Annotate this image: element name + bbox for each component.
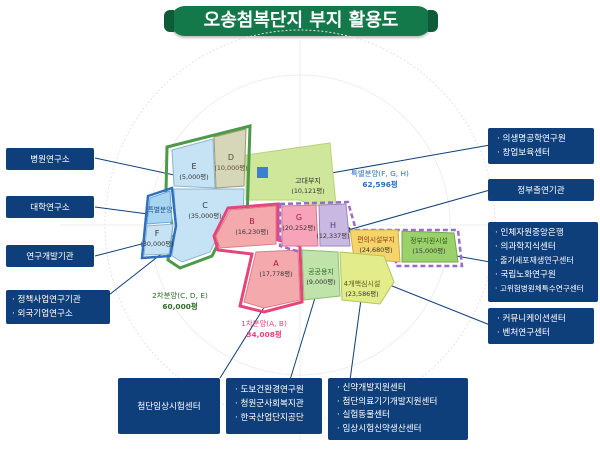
- callout-right-low-item-2: 벤처연구센터: [497, 326, 588, 340]
- callout-bottom-mid-item-1: 도보건환경연구원: [235, 383, 316, 397]
- callout-policy-item-1: 정책사업연구기관: [12, 293, 104, 307]
- callout-research-org: 연구개발기관: [6, 245, 94, 267]
- parcel-D-area: (10,000평): [214, 163, 247, 172]
- parcel-H-name: H: [330, 221, 336, 230]
- page-title: 오송첨복단지 부지 활용도: [164, 6, 438, 36]
- parcel-D: [213, 128, 247, 189]
- callout-bottom-right-item-2: 첨단의료기기개발지원센터: [337, 396, 462, 410]
- parcel-A: [243, 249, 301, 309]
- parcel-labels: D (10,000평) E (5,000평) C (35,000평) 특별분양 …: [140, 153, 447, 298]
- parcel-conv-area: (24,680평): [359, 245, 392, 254]
- parcel-special-name: 특별분양: [147, 205, 172, 214]
- parcel-E-area: (5,000평): [179, 172, 208, 181]
- callout-right-mid-item-4: 국립노화연구원: [495, 268, 594, 282]
- parcel-special: [146, 190, 173, 225]
- callout-bottom-right-item-4: 임상시험신약생산센터: [337, 423, 462, 437]
- parcel-E-name: E: [191, 162, 196, 171]
- special-phase-area: 62,596평: [362, 180, 398, 189]
- parcel-G: [281, 204, 319, 247]
- parcel-F-outline: [140, 186, 178, 260]
- phase-labels: 2차분양(C, D, E) 60,000평 1차분양(A, B) 34,008평…: [152, 169, 409, 339]
- callout-gov-branch: 정부출연기관: [488, 179, 594, 201]
- parcel-public-area: (9,000평): [306, 277, 335, 286]
- parcel-D-name: D: [228, 153, 234, 162]
- callout-right-top-item-2: 창업보육센터: [497, 146, 588, 160]
- callout-right-top: 의생명공학연구원 창업보육센터: [488, 128, 594, 164]
- callout-bottom-mid-item-2: 청원군사회복지관: [235, 397, 316, 411]
- parcel-E: [171, 138, 216, 189]
- parcel-C-name: C: [202, 201, 208, 210]
- callout-hospital-lab: 병원연구소: [6, 148, 94, 170]
- callout-policy-item-2: 외국기업연구소: [12, 307, 104, 321]
- parcel-A-area: (17,778평): [259, 269, 292, 278]
- parcel-gov: [401, 230, 459, 263]
- callout-policy-foreign: 정책사업연구기관 외국기업연구소: [6, 290, 110, 324]
- parcel-reserve-area: (10,121평): [291, 186, 324, 195]
- parcel-H-area: (12,337평): [316, 231, 349, 240]
- callout-right-mid-item-2: 의과학지식센터: [495, 240, 594, 254]
- parcel-public-name: 공공용지: [308, 267, 334, 276]
- callout-right-low-item-1: 커뮤니케이션센터: [497, 312, 588, 326]
- parcel-gov-area: (15,000평): [412, 246, 445, 255]
- parcel-C-area: (35,000평): [188, 211, 221, 220]
- special-outline: [278, 200, 464, 268]
- parcel-G-name: G: [296, 213, 302, 222]
- callout-clinical: 첨단임상시험센터: [118, 378, 220, 434]
- parcel-reserve-name: 고대부지: [295, 176, 321, 185]
- callout-univ-lab: 대학연구소: [6, 196, 94, 218]
- parcel-H: [318, 203, 351, 247]
- callout-bottom-right-item-1: 신약개발지원센터: [337, 382, 462, 396]
- parcel-dev4-area: (23,586평): [345, 289, 378, 298]
- phase1-label: 1차분양(A, B): [241, 319, 287, 328]
- callout-right-mid-item-1: 인체자원중앙은행: [495, 226, 594, 240]
- callout-bottom-mid-item-3: 한국산업단지공단: [235, 411, 316, 425]
- parcel-gov-name: 정부지원시설: [410, 236, 448, 245]
- callout-right-mid: 인체자원중앙은행 의과학지식센터 줄기세포재생연구센터 국립노화연구원 고위험병…: [488, 222, 598, 302]
- parcel-F-area: (30,000평): [140, 239, 173, 248]
- callout-right-top-item-1: 의생명공학연구원: [497, 132, 588, 146]
- phase2-label: 2차분양(C, D, E): [152, 291, 208, 300]
- callout-right-low: 커뮤니케이션센터 벤처연구센터: [488, 308, 594, 344]
- parcel-F: [143, 223, 174, 256]
- parcel-conv-name: 편의시설부지: [357, 235, 395, 244]
- parcel-B-name: B: [249, 217, 255, 226]
- parcel-F-name: F: [155, 229, 160, 238]
- parcel-A-name: A: [273, 259, 279, 268]
- callout-bottom-right: 신약개발지원센터 첨단의료기기개발지원센터 실험동물센터 임상시험신약생산센터: [328, 378, 468, 440]
- callout-right-mid-item-3: 줄기세포재생연구센터: [495, 254, 594, 268]
- callout-bottom-right-item-3: 실험동물센터: [337, 409, 462, 423]
- callout-bottom-mid: 도보건환경연구원 청원군사회복지관 한국산업단지공단: [226, 378, 322, 434]
- parcel-dev4-name: 4개핵심시설: [344, 279, 381, 288]
- callout-right-mid-item-5: 고위험병원체특수연구센터: [495, 282, 594, 296]
- parcel-public: [301, 249, 341, 301]
- parcel-B: [215, 205, 277, 249]
- parcel-G-area: (20,252평): [282, 223, 315, 232]
- phase2-area: 60,000평: [162, 302, 198, 311]
- reserve-marker: [257, 167, 268, 178]
- parcel-B-area: (16,230평): [235, 227, 268, 236]
- phase1-outline: [212, 202, 304, 314]
- special-phase-label: 특별분양(F, G, H): [351, 169, 409, 178]
- parcel-dev4: [339, 251, 395, 305]
- phase1-area: 34,008평: [246, 330, 282, 339]
